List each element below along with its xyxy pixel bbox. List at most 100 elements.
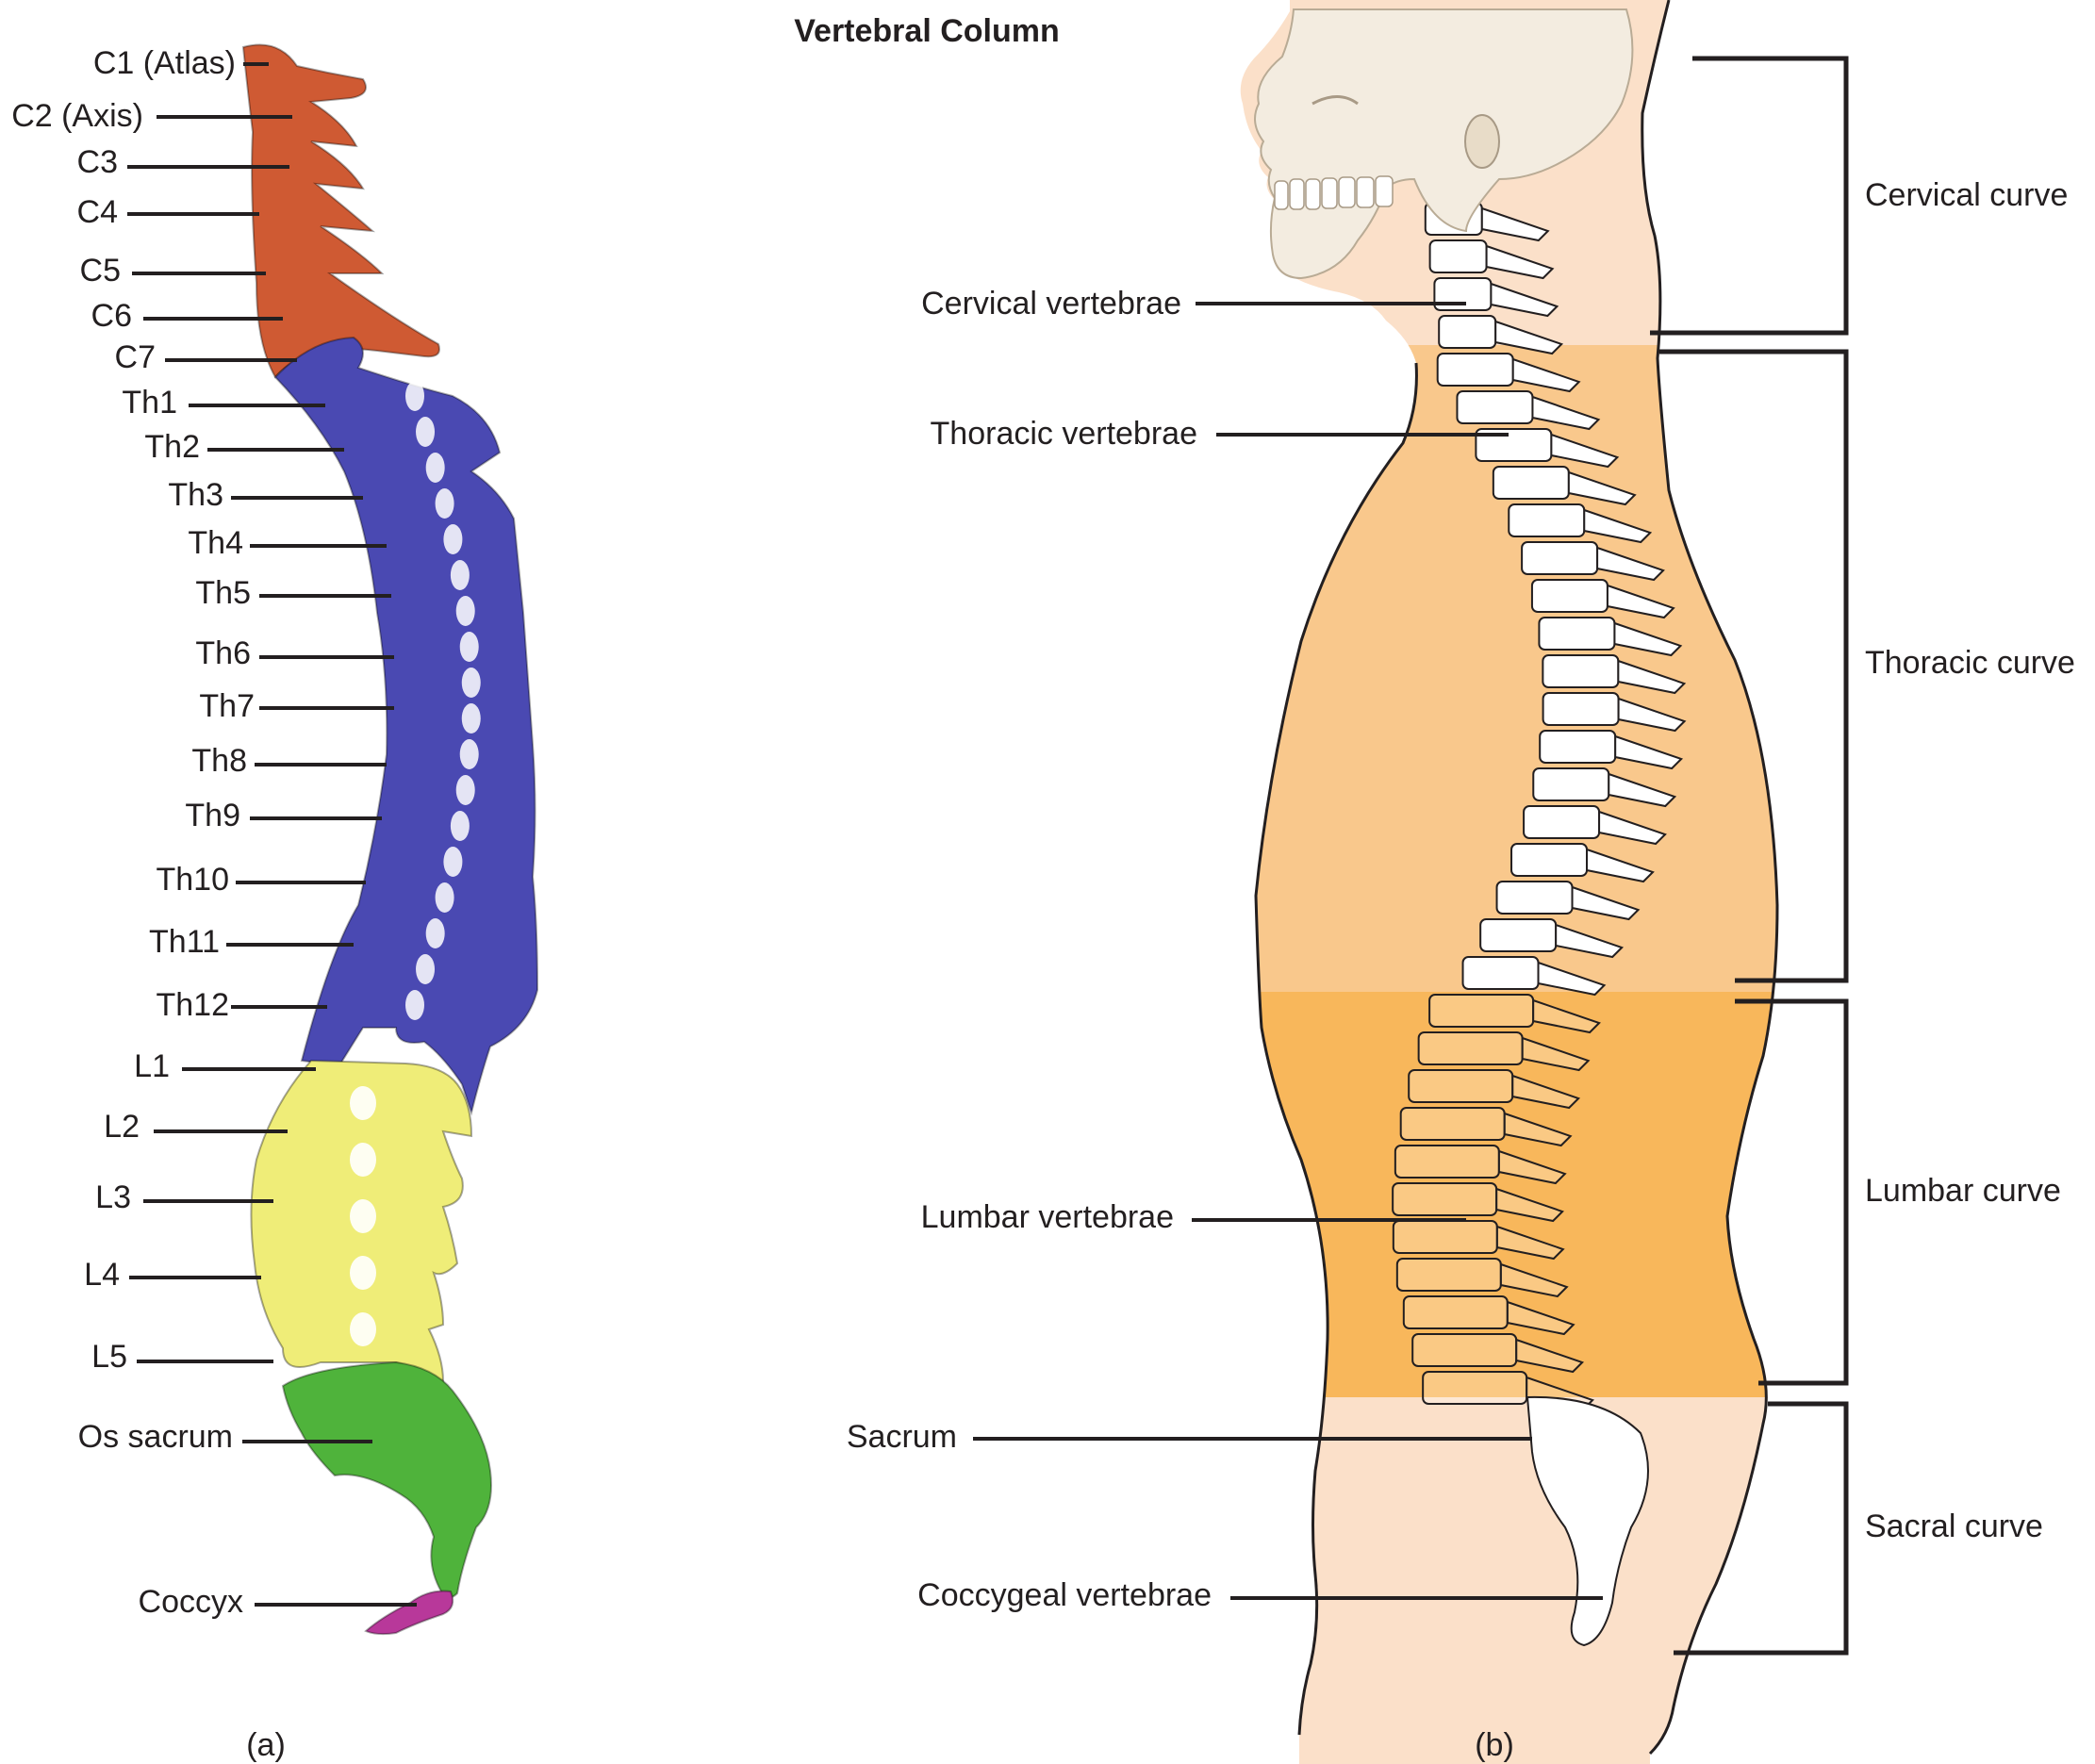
- foramen-hole: [450, 560, 470, 590]
- vertebra: [1538, 617, 1616, 651]
- panel-b-curve-labels: Cervical curve Thoracic curve Lumbar cur…: [1865, 177, 2075, 1544]
- foramen-hole: [455, 596, 475, 626]
- vertebra: [1438, 315, 1497, 349]
- vertebra: [1392, 1182, 1498, 1216]
- spinous-process: [1614, 734, 1684, 770]
- foramen-hole: [350, 1199, 376, 1233]
- spinous-process: [1485, 244, 1555, 280]
- foramen-hole: [425, 453, 445, 483]
- tooth: [1356, 176, 1375, 208]
- bracket-sacral: [1674, 1401, 1849, 1656]
- vertebra: [1479, 918, 1558, 952]
- vertebra: [1394, 1145, 1500, 1179]
- vertebra: [1422, 1371, 1528, 1405]
- foramen-hole: [416, 954, 436, 984]
- spinous-process: [1495, 1187, 1564, 1223]
- spinous-process: [1503, 1112, 1573, 1147]
- label-sacrum: Sacrum: [847, 1419, 957, 1455]
- vertebra: [1395, 1258, 1502, 1292]
- foramen-hole: [350, 1086, 376, 1120]
- spinous-process: [1583, 508, 1653, 544]
- label-th11: Th11: [149, 924, 220, 960]
- label-th7: Th7: [199, 688, 255, 724]
- spine-b: [1392, 202, 1687, 1647]
- vertebra: [1461, 956, 1540, 990]
- eye-socket: [1311, 95, 1359, 106]
- teeth: [1274, 175, 1394, 210]
- foramen-hole: [435, 882, 454, 913]
- panel-a-spinous-processes: [350, 381, 481, 1346]
- label-c5: C5: [80, 253, 121, 289]
- label-thoracic-curve: Thoracic curve: [1865, 645, 2075, 681]
- panel-b-curve-brackets: [1650, 56, 1849, 1656]
- vertebra: [1530, 579, 1608, 613]
- label-th1: Th1: [122, 385, 177, 420]
- vertebra: [1436, 353, 1514, 387]
- vertebra: [1523, 805, 1601, 839]
- spinous-process: [1617, 697, 1687, 733]
- label-l1: L1: [134, 1048, 170, 1084]
- spinous-process: [1531, 395, 1601, 431]
- label-coccygeal-vertebrae: Coccygeal vertebrae: [917, 1577, 1212, 1613]
- tooth: [1321, 177, 1338, 209]
- tooth: [1375, 175, 1394, 207]
- vertebra: [1428, 239, 1488, 273]
- tooth: [1338, 176, 1356, 208]
- cranium: [1254, 8, 1634, 280]
- vertebra: [1510, 843, 1589, 877]
- spinous-process: [1511, 1074, 1581, 1110]
- lumbar-region-band: [1240, 992, 1777, 1397]
- foramen-hole: [461, 668, 481, 698]
- spinous-process: [1499, 1262, 1569, 1298]
- bracket-lumbar: [1735, 998, 1849, 1386]
- vertebra: [1542, 654, 1620, 688]
- spinous-process: [1506, 1300, 1575, 1336]
- panel-b: Cervical vertebrae Thoracic vertebrae Lu…: [847, 0, 2075, 1764]
- label-thoracic-vertebrae: Thoracic vertebrae: [931, 416, 1197, 452]
- label-l3: L3: [95, 1179, 131, 1215]
- foramen-hole: [350, 1312, 376, 1346]
- vertebra: [1492, 466, 1570, 500]
- label-l2: L2: [104, 1109, 140, 1145]
- spinous-process: [1480, 206, 1550, 242]
- vertebra: [1456, 390, 1534, 424]
- spinous-process: [1606, 584, 1675, 619]
- thoracic-segment: [273, 336, 539, 1116]
- tooth: [1289, 178, 1305, 210]
- label-c7: C7: [115, 339, 156, 375]
- vertebra: [1402, 1295, 1509, 1329]
- vertebra: [1428, 994, 1535, 1028]
- spinous-process: [1497, 1149, 1567, 1185]
- label-c2: C2 (Axis): [11, 98, 143, 134]
- vertebra: [1408, 1069, 1514, 1103]
- label-th6: Th6: [195, 635, 251, 671]
- vertebra: [1417, 1031, 1524, 1065]
- spinous-process: [1511, 357, 1581, 393]
- panel-b-vertebra-labels: Cervical vertebrae Thoracic vertebrae Lu…: [847, 286, 1603, 1613]
- vertebra: [1539, 730, 1617, 764]
- ear-canal: [1464, 114, 1500, 169]
- spinous-process: [1567, 470, 1637, 506]
- vertebra: [1521, 541, 1599, 575]
- caption-b: (b): [1475, 1727, 1514, 1763]
- bracket-cervical: [1650, 56, 1849, 336]
- sacrum-segment: [281, 1360, 492, 1599]
- vertebra: [1532, 767, 1610, 801]
- label-c4: C4: [77, 194, 118, 230]
- sacrum-bone: [1526, 1395, 1649, 1647]
- foramen-hole: [425, 918, 445, 948]
- vertebra: [1508, 503, 1586, 537]
- foramen-hole: [459, 632, 479, 662]
- bracket-thoracic: [1659, 349, 1849, 983]
- label-cervical-vertebrae: Cervical vertebrae: [921, 286, 1181, 321]
- label-th8: Th8: [191, 743, 247, 779]
- foramen-hole: [350, 1256, 376, 1290]
- spinous-process: [1490, 282, 1559, 318]
- tooth: [1274, 180, 1289, 210]
- foramen-hole: [459, 739, 479, 769]
- label-l4: L4: [84, 1257, 120, 1293]
- spinous-process: [1555, 923, 1625, 959]
- cervical-segment: [241, 43, 440, 379]
- foramen-hole: [443, 524, 463, 554]
